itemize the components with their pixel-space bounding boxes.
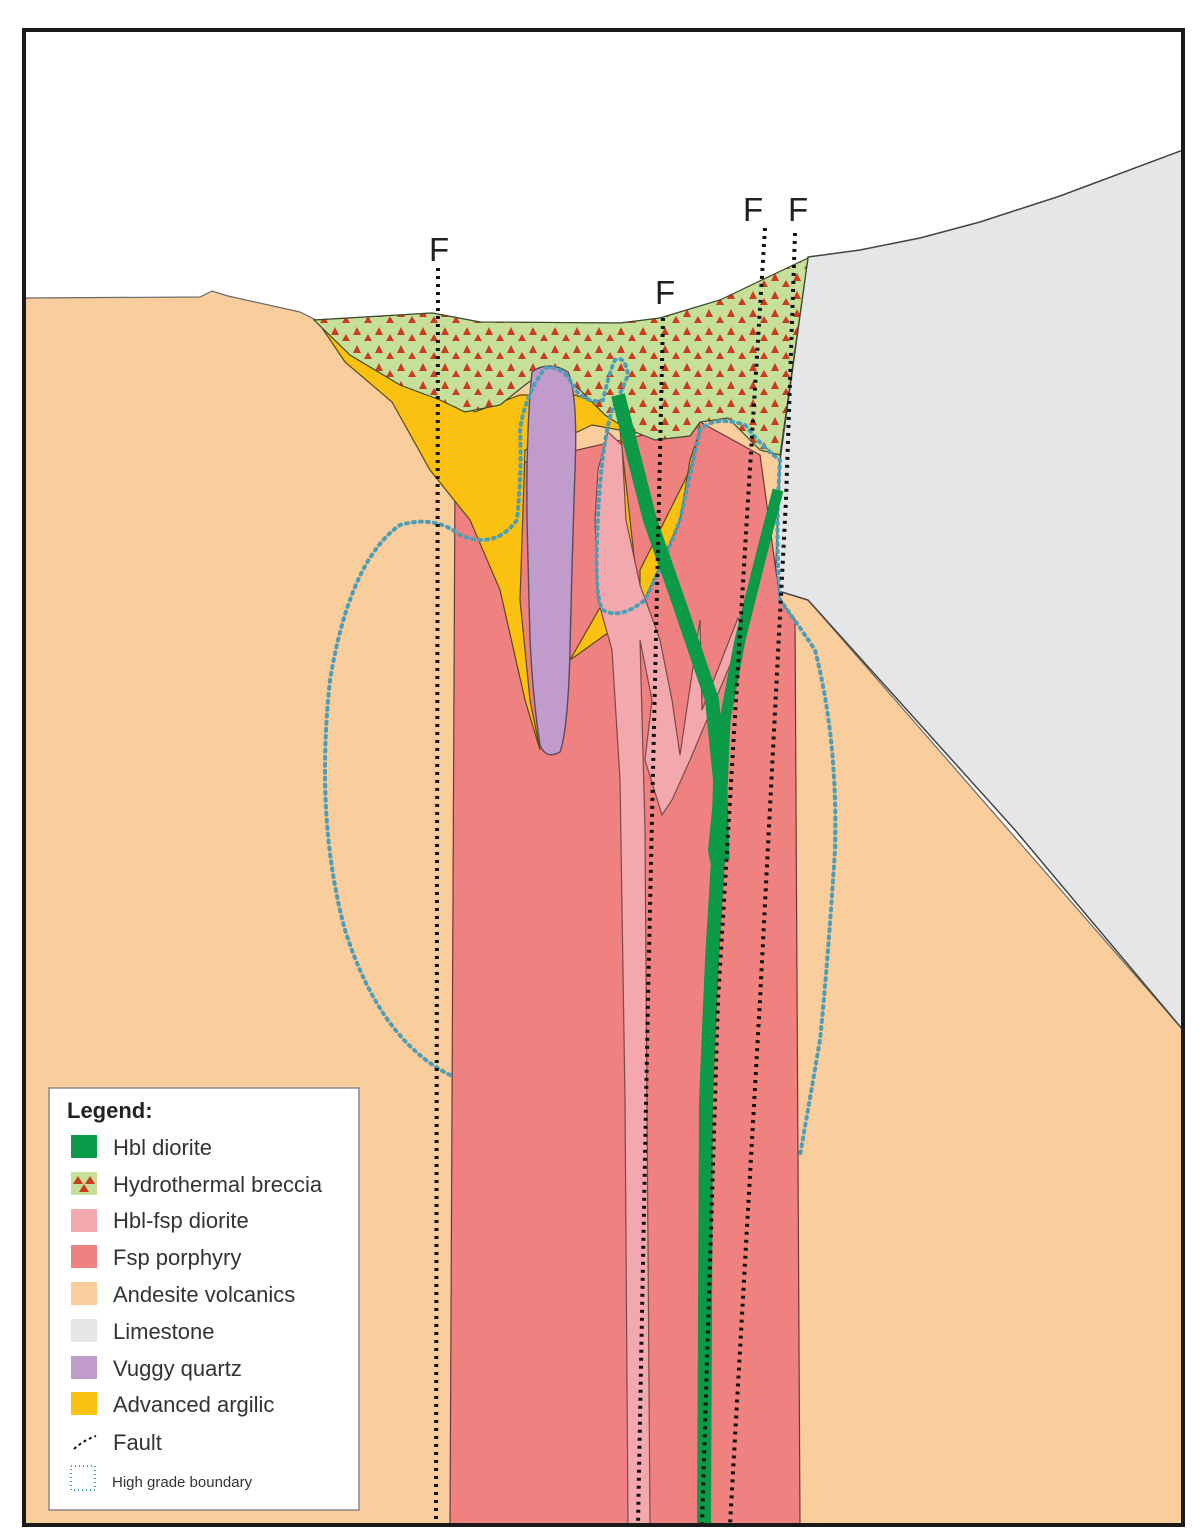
fault-label: F xyxy=(788,191,808,228)
fault-line-2 xyxy=(636,317,665,1525)
legend-swatch-andesite-volcanics xyxy=(71,1282,97,1305)
legend-swatch-fsp-porphyry xyxy=(71,1245,97,1268)
legend-label: Hbl-fsp diorite xyxy=(113,1208,249,1233)
hydrothermal-breccia-unit xyxy=(312,256,809,456)
fault-label: F xyxy=(655,274,675,311)
legend-label: Advanced argilic xyxy=(113,1392,274,1417)
legend: Legend: Hbl diorite Hydrothermal breccia… xyxy=(48,1087,360,1511)
breccia-triangle-icon xyxy=(79,1184,89,1192)
legend-label: Limestone xyxy=(113,1319,215,1344)
fault-label: F xyxy=(743,191,763,228)
legend-label: Hydrothermal breccia xyxy=(113,1172,323,1197)
legend-label: Fsp porphyry xyxy=(113,1245,241,1270)
legend-swatch-hbl-diorite xyxy=(71,1135,97,1158)
legend-box xyxy=(48,1087,360,1511)
fault-line-1 xyxy=(434,267,440,1525)
legend-label: Fault xyxy=(113,1430,162,1455)
fault-line-3 xyxy=(700,227,767,1525)
fault-label: F xyxy=(429,231,449,268)
high-grade-boundary-icon xyxy=(70,1465,96,1491)
legend-swatch-advanced-argilic xyxy=(71,1392,97,1415)
hbl-diorite-dike-bulge xyxy=(708,800,724,873)
breccia-triangle-icon xyxy=(73,1176,83,1184)
legend-label: Hbl diorite xyxy=(113,1135,212,1160)
legend-label: High grade boundary xyxy=(112,1474,253,1491)
legend-label: Andesite volcanics xyxy=(113,1282,295,1307)
legend-swatch-vuggy-quartz xyxy=(71,1356,97,1379)
vuggy-quartz-unit xyxy=(526,365,577,756)
legend-swatch-limestone xyxy=(71,1319,97,1342)
fault-symbol-icon xyxy=(73,1435,97,1450)
figure-frame xyxy=(22,28,1185,1527)
breccia-triangle-icon xyxy=(85,1176,95,1184)
legend-title: Legend: xyxy=(67,1098,153,1123)
high-grade-boundary-left xyxy=(323,357,838,1157)
legend-label: Vuggy quartz xyxy=(113,1356,242,1381)
legend-swatch-hbl-fsp-diorite xyxy=(71,1209,97,1232)
hbl-diorite-dike-branch xyxy=(716,488,784,861)
